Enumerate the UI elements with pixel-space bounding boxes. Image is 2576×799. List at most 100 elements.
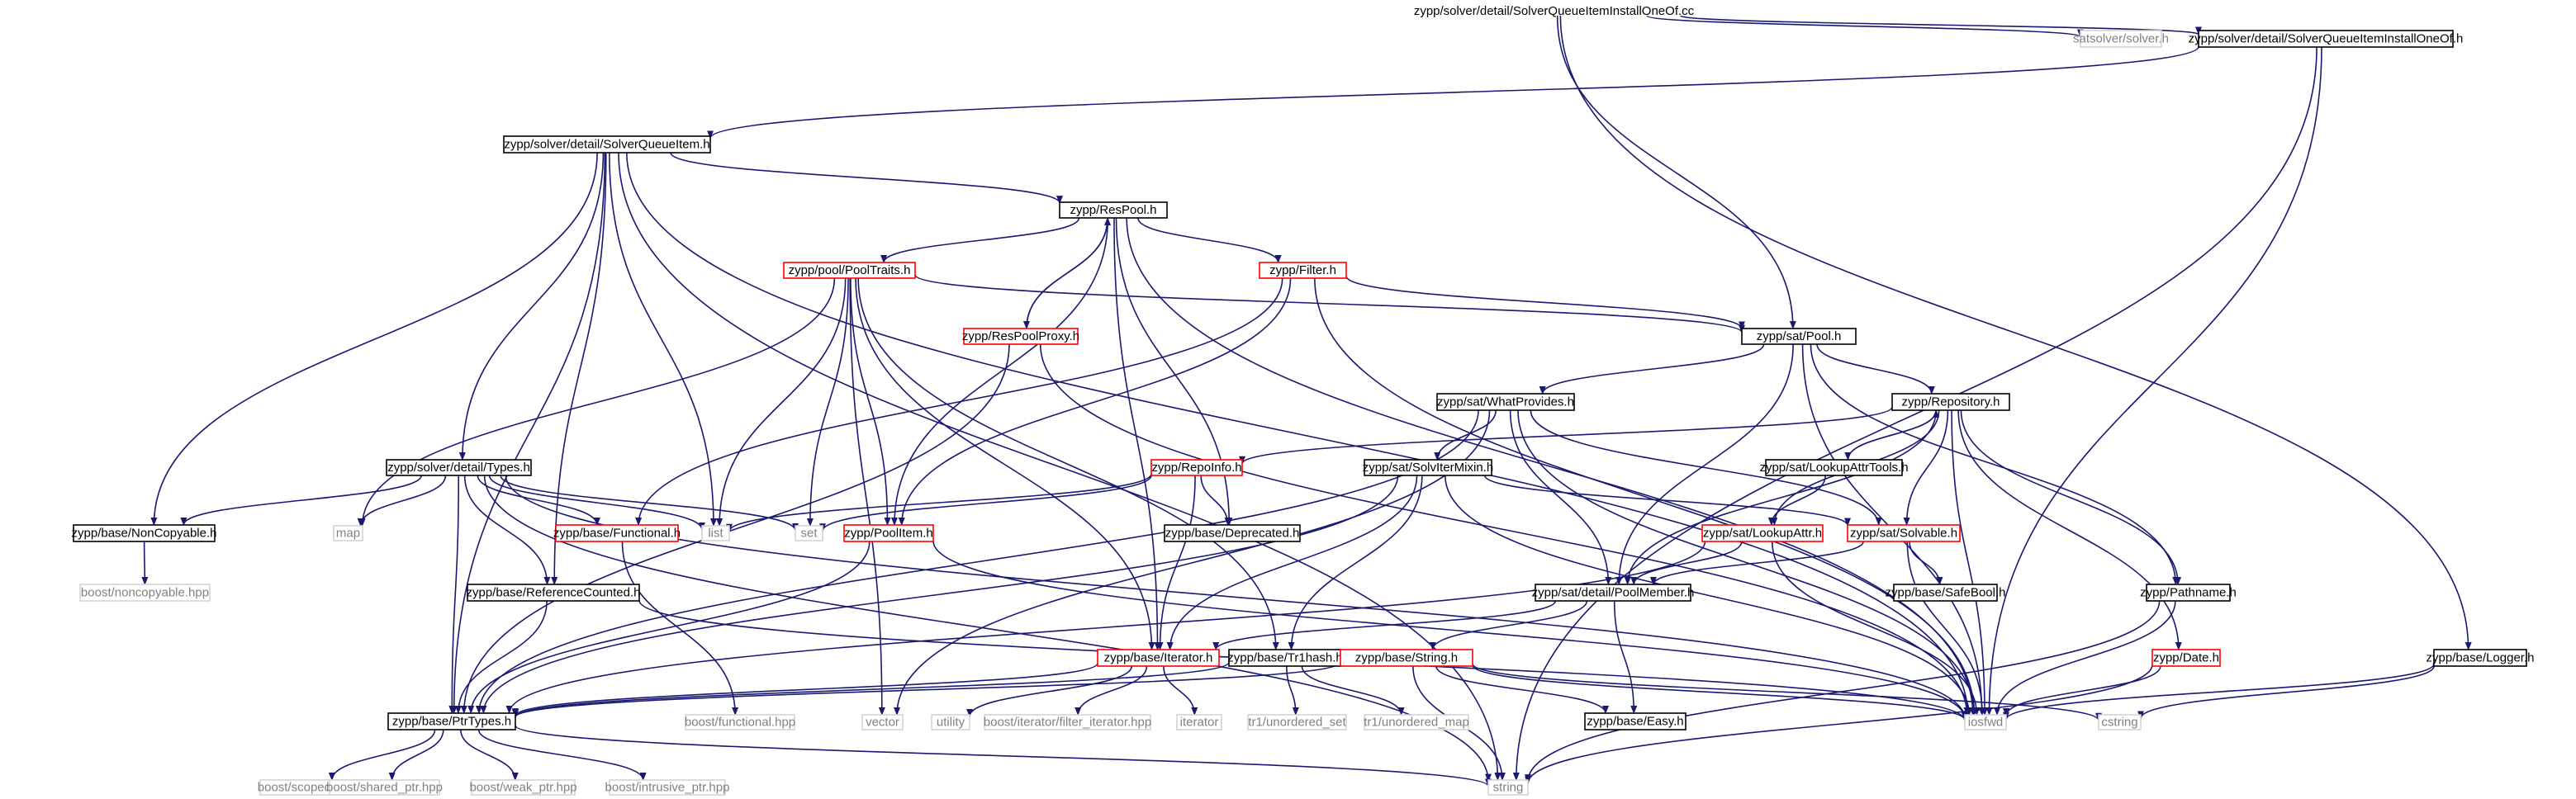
- node-types[interactable]: zypp/solver/detail/Types.h: [386, 459, 532, 476]
- node-respool[interactable]: zypp/ResPool.h: [1059, 201, 1168, 219]
- edge-respool-to-iterator_h: [1113, 217, 1161, 650]
- node-box-tr1map: [1364, 714, 1469, 730]
- edge-sqi_h-to-types: [458, 152, 605, 461]
- edge-repository-to-solvable: [1903, 409, 1949, 526]
- node-refcounted[interactable]: zypp/base/ReferenceCounted.h: [467, 584, 641, 602]
- node-iterator_h[interactable]: zypp/base/Iterator.h: [1097, 649, 1220, 667]
- edge-filter-to-iosfwd: [1314, 277, 1978, 716]
- node-label-lookupattrtools: zypp/sat/LookupAttrTools.h: [1759, 461, 1908, 475]
- node-label-string_h: zypp/base/String.h: [1355, 651, 1458, 665]
- node-lookupattr[interactable]: zypp/sat/LookupAttr.h: [1701, 524, 1824, 542]
- node-deprecated[interactable]: zypp/base/Deprecated.h: [1164, 524, 1301, 542]
- node-label-satpool: zypp/sat/Pool.h: [1757, 329, 1842, 343]
- node-tr1hash[interactable]: zypp/base/Tr1hash.h: [1227, 649, 1343, 667]
- node-label-easy: zypp/base/Easy.h: [1587, 715, 1683, 729]
- node-filter[interactable]: zypp/Filter.h: [1259, 262, 1347, 279]
- edge-sqiioo_h-to-sqi_h: [707, 46, 2199, 139]
- node-label-cstring: cstring: [2101, 716, 2137, 730]
- node-box-iterator: [1176, 714, 1222, 730]
- edge-poolmember-to-iterator_h: [1212, 600, 1557, 650]
- node-box-string_h: [1340, 649, 1473, 667]
- edge-pooltraits-to-poolitem: [850, 277, 891, 526]
- node-label-solviter: zypp/sat/SolvIterMixin.h: [1363, 461, 1493, 475]
- node-label-repository: zypp/Repository.h: [1902, 395, 2000, 409]
- node-label-solvable: zypp/sat/Solvable.h: [1850, 527, 1957, 541]
- edge-solviter-to-iterator_h: [1166, 475, 1418, 650]
- node-box-iterator_h: [1097, 649, 1220, 667]
- edge-sqiioo_h-to-string: [1512, 46, 2317, 781]
- node-box-iosfwd: [1964, 714, 2007, 730]
- edge-types-to-map: [357, 475, 447, 527]
- node-label-filteriter: boost/iterator/filter_iterator.hpp: [984, 716, 1151, 730]
- edge-filter-to-functional: [635, 277, 1283, 526]
- edge-solviter-to-tr1hash: [1288, 475, 1423, 650]
- node-noncopyable[interactable]: zypp/base/NonCopyable.h: [72, 524, 217, 542]
- edge-iterator_h-to-utility: [966, 665, 1133, 717]
- node-label-deprecated: zypp/base/Deprecated.h: [1165, 527, 1300, 541]
- node-label-tr1map: tr1/unordered_map: [1364, 716, 1469, 730]
- node-solviter[interactable]: zypp/sat/SolvIterMixin.h: [1363, 459, 1493, 476]
- edge-filter-to-poolitem: [898, 277, 1292, 526]
- edge-whatprovides-to-poolmember: [1509, 409, 1612, 585]
- node-satpool[interactable]: zypp/sat/Pool.h: [1741, 328, 1857, 345]
- node-string_h[interactable]: zypp/base/String.h: [1340, 649, 1473, 667]
- node-easy[interactable]: zypp/base/Easy.h: [1584, 712, 1686, 730]
- edge-sqi_h-to-respool: [670, 152, 1063, 205]
- edge-solviter-to-ptrtypes: [480, 475, 1399, 714]
- node-box-respool: [1059, 201, 1168, 219]
- edge-whatprovides-to-iosfwd: [1517, 409, 1978, 716]
- edge-respoolproxy-to-respool: [1026, 217, 1112, 329]
- node-pooltraits[interactable]: zypp/pool/PoolTraits.h: [783, 262, 916, 279]
- edge-string_h-to-easy: [1435, 665, 1609, 714]
- edge-respoolproxy-to-iosfwd: [1039, 343, 1971, 716]
- node-label-whatprovides: zypp/sat/WhatProvides.h: [1437, 395, 1574, 409]
- node-vector: vector: [861, 714, 904, 730]
- node-label-satsolver: satsolver/solver.h: [2073, 32, 2169, 46]
- node-ptrtypes[interactable]: zypp/base/PtrTypes.h: [387, 712, 516, 730]
- edge-sqi_h-to-noncopyable: [150, 152, 598, 526]
- node-box-deprecated: [1164, 524, 1301, 542]
- node-box-sharedptr: [329, 779, 440, 796]
- edge-repository-to-poolmember: [1624, 409, 1938, 585]
- node-lookupattrtools[interactable]: zypp/sat/LookupAttrTools.h: [1759, 459, 1909, 476]
- node-box-filteriter: [984, 714, 1151, 730]
- node-label-filter: zypp/Filter.h: [1269, 263, 1336, 277]
- edge-ptrtypes-to-weakptr: [460, 729, 519, 781]
- edge-pooltraits-to-map: [358, 277, 836, 527]
- edge-tr1hash-to-tr1map: [1301, 665, 1405, 716]
- node-safebool[interactable]: zypp/base/SafeBool.h: [1886, 584, 2006, 602]
- node-respoolproxy[interactable]: zypp/ResPoolProxy.h: [962, 328, 1079, 345]
- node-poolitem[interactable]: zypp/PoolItem.h: [843, 524, 934, 542]
- edge-sqi_h-to-ptrtypes: [450, 152, 606, 714]
- node-box-set: [795, 525, 823, 541]
- node-repoinfo[interactable]: zypp/RepoInfo.h: [1150, 459, 1243, 476]
- node-box-poolitem: [843, 524, 934, 542]
- node-whatprovides[interactable]: zypp/sat/WhatProvides.h: [1436, 393, 1575, 411]
- node-label-boostnoncopy: boost/noncopyable.hpp: [81, 586, 209, 600]
- node-sqi_h[interactable]: zypp/solver/detail/SolverQueueItem.h: [503, 135, 711, 154]
- node-list: list: [701, 525, 730, 541]
- node-label-root: zypp/solver/detail/SolverQueueItemInstal…: [1414, 4, 1695, 18]
- edge-pathname-to-iosfwd: [1994, 600, 2176, 716]
- node-label-functional: zypp/base/Functional.h: [553, 527, 681, 541]
- edge-lookupattr-to-poolmember: [1630, 541, 1743, 585]
- edge-lookupattr-to-ptrtypes: [505, 541, 1706, 714]
- node-poolmember[interactable]: zypp/sat/detail/PoolMember.h: [1532, 584, 1695, 602]
- node-functional[interactable]: zypp/base/Functional.h: [553, 524, 681, 542]
- node-solvable[interactable]: zypp/sat/Solvable.h: [1847, 524, 1961, 542]
- node-box-ptrtypes: [387, 712, 516, 730]
- edge-ptrtypes-to-sharedptr: [388, 729, 444, 781]
- edge-satpool-to-poolmember: [1615, 343, 1794, 585]
- edge-respool-to-pooltraits: [880, 217, 1080, 263]
- node-logger[interactable]: zypp/base/Logger.h: [2427, 649, 2535, 667]
- node-pathname[interactable]: zypp/Pathname.h: [2140, 584, 2237, 602]
- node-box-noncopyable: [73, 524, 216, 542]
- node-repository[interactable]: zypp/Repository.h: [1891, 393, 2010, 411]
- node-box-list: [701, 525, 730, 541]
- edge-solviter-to-iosfwd: [1444, 475, 1973, 716]
- node-tr1map: tr1/unordered_map: [1364, 714, 1469, 730]
- node-utility: utility: [931, 714, 970, 730]
- node-sqiioo_h[interactable]: zypp/solver/detail/SolverQueueItemInstal…: [2189, 30, 2464, 48]
- node-date[interactable]: zypp/Date.h: [2151, 649, 2221, 667]
- node-root[interactable]: zypp/solver/detail/SolverQueueItemInstal…: [1414, 4, 1695, 18]
